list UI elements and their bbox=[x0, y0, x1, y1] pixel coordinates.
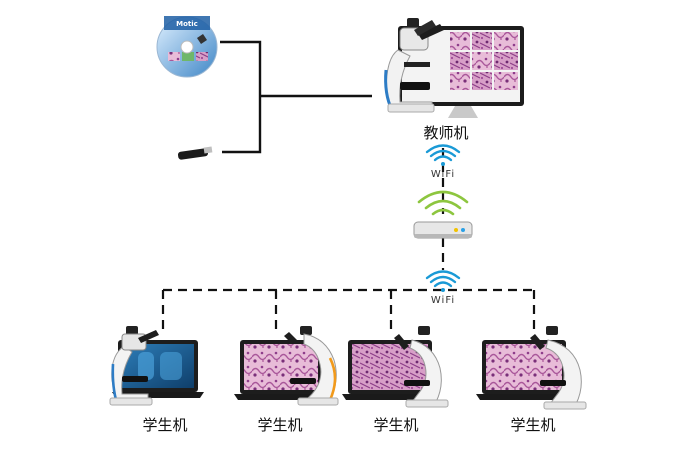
teacher-label: 教师机 bbox=[423, 124, 468, 142]
router-signal-icon bbox=[417, 190, 469, 216]
student-station-1 bbox=[109, 326, 204, 406]
monitor-stand bbox=[448, 106, 478, 118]
student-station-4 bbox=[476, 326, 587, 410]
router-device bbox=[413, 190, 473, 239]
usb-key-icon bbox=[177, 146, 213, 160]
solid-connections bbox=[220, 40, 372, 154]
student-label-3: 学生机 bbox=[373, 416, 418, 434]
software-cd: Motic bbox=[156, 16, 218, 78]
student-label-1: 学生机 bbox=[142, 416, 187, 434]
peripheral-bracket bbox=[220, 40, 262, 154]
wifi-label-bottom: WiFi bbox=[431, 295, 455, 306]
student-station-3 bbox=[342, 326, 449, 408]
student-station-2 bbox=[234, 326, 339, 406]
wifi-icon-top bbox=[425, 144, 461, 166]
cd-brand: Motic bbox=[176, 20, 198, 28]
teacher-microscope bbox=[384, 18, 444, 113]
student-label-2: 学生机 bbox=[257, 416, 302, 434]
dashed-connections bbox=[161, 148, 536, 335]
wifi-icon-bottom bbox=[425, 270, 461, 292]
wifi-label-top: WiFi bbox=[431, 169, 455, 180]
cd-hole-icon bbox=[180, 40, 194, 54]
student-label-4: 学生机 bbox=[510, 416, 555, 434]
